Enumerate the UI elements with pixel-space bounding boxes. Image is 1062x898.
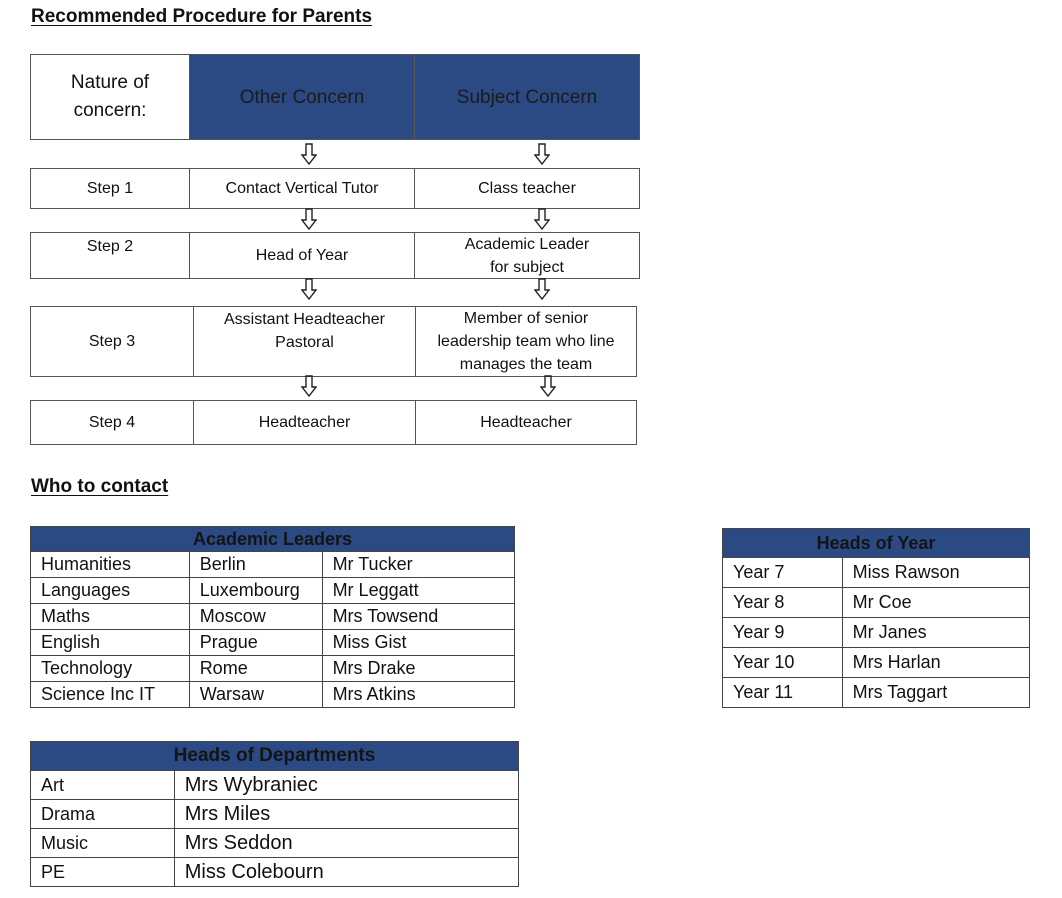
step-1-label: Step 1	[30, 168, 190, 209]
leader-cell: Mr Tucker	[321, 551, 516, 578]
head-cell: Mrs Seddon	[173, 828, 520, 858]
department-cell: Music	[30, 828, 175, 858]
head-cell: Mr Janes	[841, 617, 1031, 648]
room-cell: Luxembourg	[188, 577, 323, 604]
room-cell: Berlin	[188, 551, 323, 578]
step-4-other: Headteacher	[193, 400, 416, 445]
subject-concern-header: Subject Concern	[414, 54, 640, 140]
department-cell: English	[30, 629, 190, 656]
year-cell: Year 7	[722, 557, 843, 588]
nature-of-concern-text: Nature of concern:	[70, 72, 150, 121]
down-arrow-icon	[299, 277, 319, 301]
head-cell: Mrs Miles	[173, 799, 520, 829]
head-cell: Mrs Harlan	[841, 647, 1031, 678]
department-cell: Maths	[30, 603, 190, 630]
academic-leaders-title: Academic Leaders	[30, 526, 515, 552]
head-cell: Mrs Taggart	[841, 677, 1031, 708]
other-concern-header: Other Concern	[189, 54, 415, 140]
nature-of-concern-label: Nature of concern:	[30, 54, 190, 140]
down-arrow-icon	[532, 207, 552, 231]
step-4-label: Step 4	[30, 400, 194, 445]
down-arrow-icon	[299, 207, 319, 231]
leader-cell: Mrs Drake	[321, 655, 516, 682]
head-cell: Miss Colebourn	[173, 857, 520, 887]
step-1-subject: Class teacher	[414, 168, 640, 209]
year-cell: Year 10	[722, 647, 843, 678]
procedure-heading: Recommended Procedure for Parents	[31, 6, 373, 27]
head-cell: Mr Coe	[841, 587, 1031, 618]
department-cell: Technology	[30, 655, 190, 682]
step-2-subject: Academic Leader for subject	[414, 232, 640, 279]
heads-of-departments-title: Heads of Departments	[30, 741, 519, 771]
down-arrow-icon	[299, 142, 319, 166]
leader-cell: Mrs Towsend	[321, 603, 516, 630]
leader-cell: Mrs Atkins	[321, 681, 516, 708]
step-3-label: Step 3	[30, 306, 194, 377]
year-cell: Year 9	[722, 617, 843, 648]
room-cell: Rome	[188, 655, 323, 682]
down-arrow-icon	[538, 374, 558, 398]
who-to-contact-heading: Who to contact	[31, 476, 169, 497]
step-3-subject: Member of senior leadership team who lin…	[415, 306, 637, 377]
step-3-other: Assistant Headteacher Pastoral	[193, 306, 416, 377]
department-cell: Languages	[30, 577, 190, 604]
leader-cell: Mr Leggatt	[321, 577, 516, 604]
down-arrow-icon	[299, 374, 319, 398]
department-cell: Science Inc IT	[30, 681, 190, 708]
department-cell: Humanities	[30, 551, 190, 578]
department-cell: Drama	[30, 799, 175, 829]
year-cell: Year 11	[722, 677, 843, 708]
year-cell: Year 8	[722, 587, 843, 618]
department-cell: PE	[30, 857, 175, 887]
room-cell: Moscow	[188, 603, 323, 630]
head-cell: Miss Rawson	[841, 557, 1031, 588]
leader-cell: Miss Gist	[321, 629, 516, 656]
step-1-other: Contact Vertical Tutor	[189, 168, 415, 209]
down-arrow-icon	[532, 142, 552, 166]
department-cell: Art	[30, 770, 175, 800]
step-2-label: Step 2	[30, 232, 190, 279]
room-cell: Prague	[188, 629, 323, 656]
head-cell: Mrs Wybraniec	[173, 770, 520, 800]
room-cell: Warsaw	[188, 681, 323, 708]
step-2-other: Head of Year	[189, 232, 415, 279]
step-4-subject: Headteacher	[415, 400, 637, 445]
heads-of-year-title: Heads of Year	[722, 528, 1030, 558]
down-arrow-icon	[532, 277, 552, 301]
